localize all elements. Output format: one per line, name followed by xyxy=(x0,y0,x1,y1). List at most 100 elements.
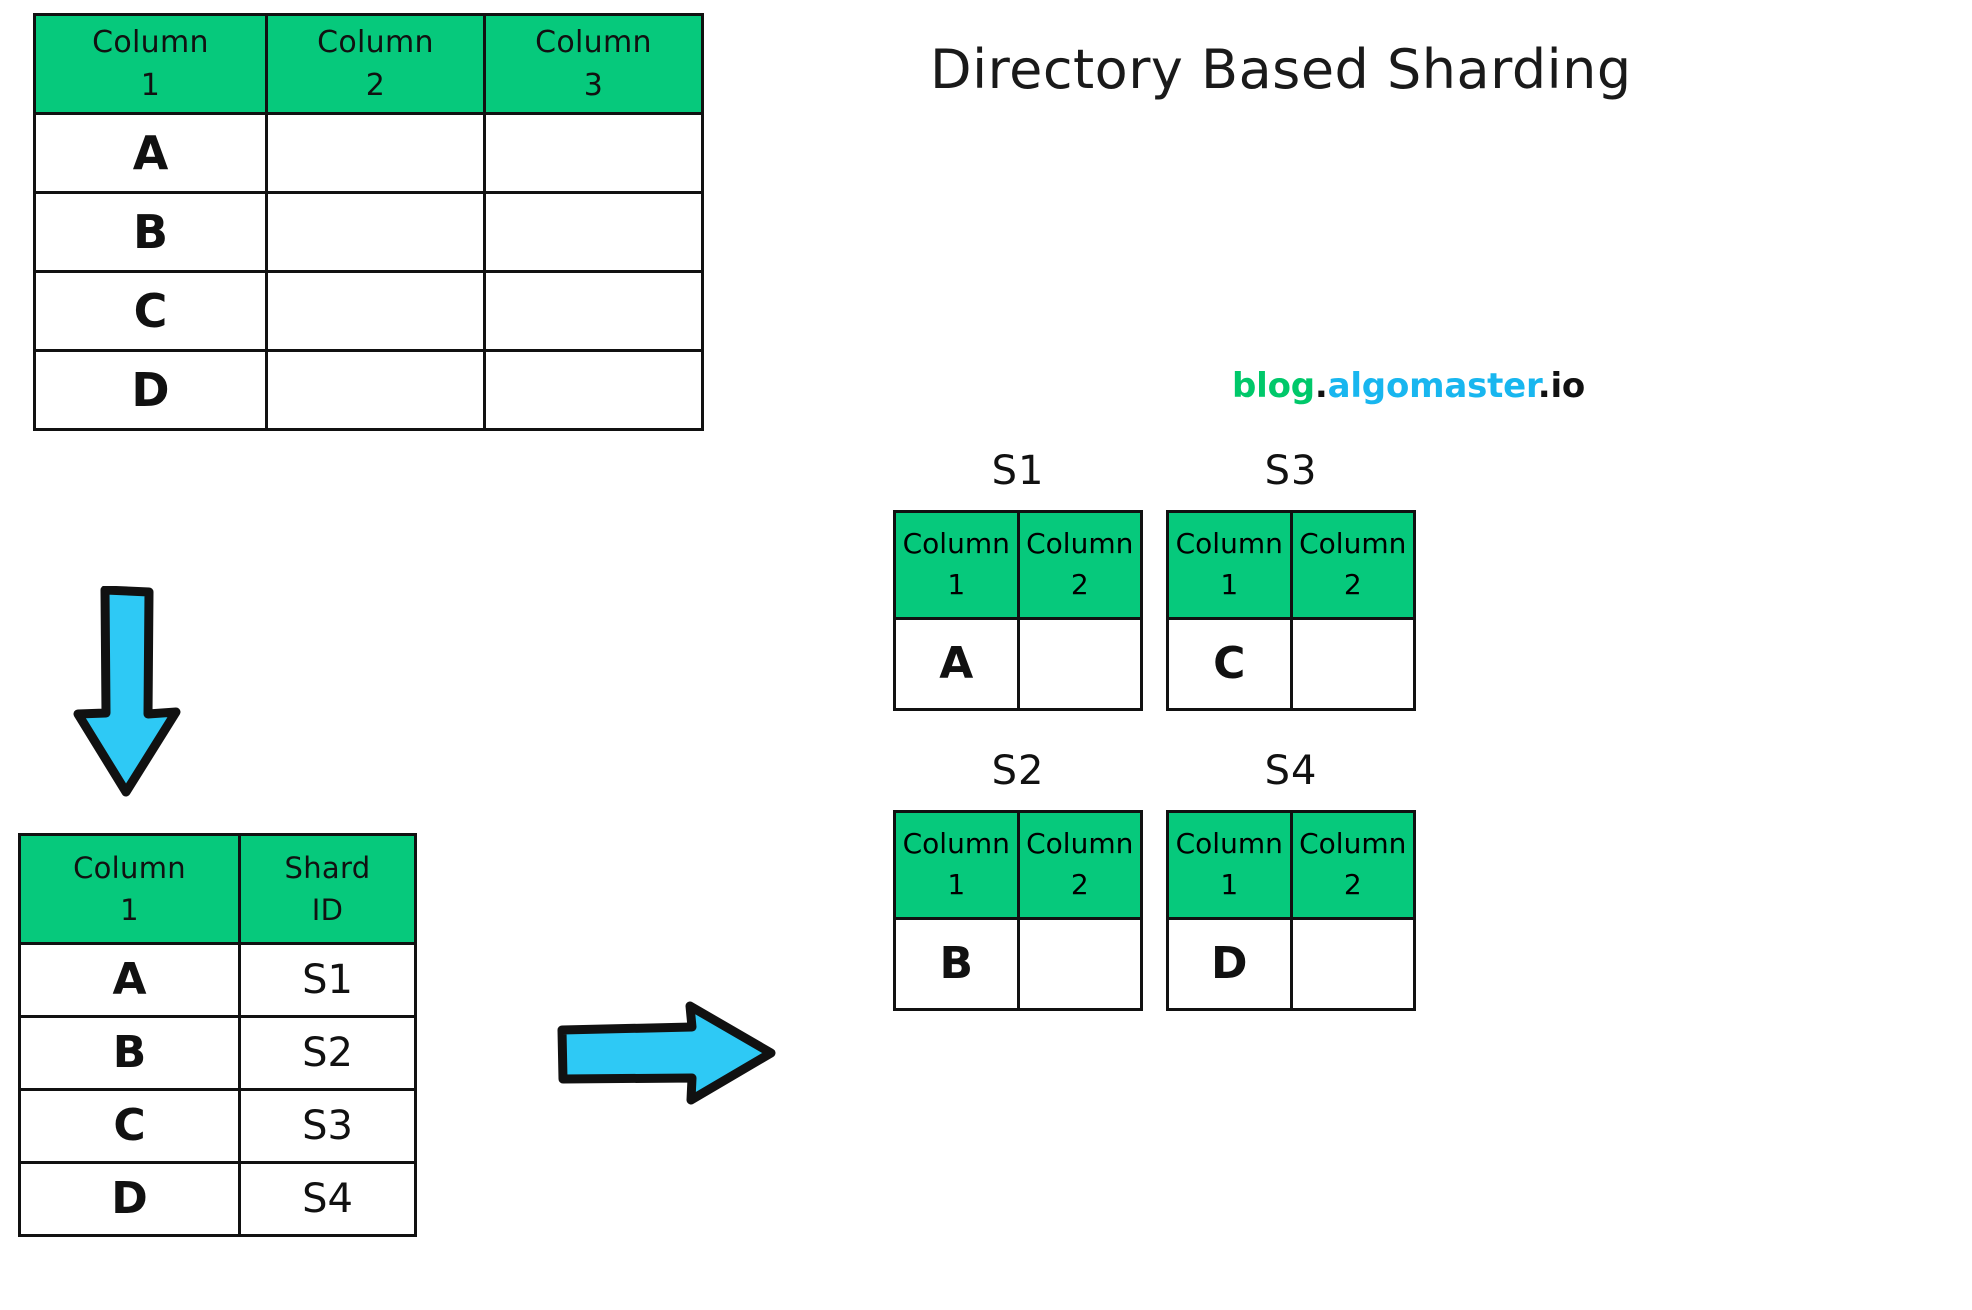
shard-cell-col-2 xyxy=(1289,917,1416,1011)
cell-row-2-col-3 xyxy=(483,270,704,352)
cell-value: A xyxy=(939,638,974,689)
header-number: 2 xyxy=(1343,568,1362,601)
header-number: 3 xyxy=(583,68,604,103)
header-cell-column-1: Column 1 xyxy=(1166,810,1293,920)
arrow-down-icon xyxy=(73,586,181,797)
header-label: Column xyxy=(1026,827,1134,861)
shard-cell-col-1: C xyxy=(1166,617,1293,711)
header-number: 1 xyxy=(947,868,966,901)
header-cell-column-1: Column 1 xyxy=(893,810,1020,920)
brand-watermark: blog.algomaster.io xyxy=(1232,366,1585,406)
header-number: 1 xyxy=(947,568,966,601)
cell-row-1-col-3 xyxy=(483,191,704,273)
table-header-row: Column 1 Column 2 Column 3 xyxy=(33,13,704,115)
cell-value: D xyxy=(131,363,170,417)
header-number: 2 xyxy=(365,68,386,103)
cell-row-3-col-2 xyxy=(265,349,486,431)
header-label: Column xyxy=(1299,527,1407,561)
table-row: B xyxy=(893,917,1143,1011)
shard-label: S2 xyxy=(991,748,1045,794)
cell-row-3-col-1: D xyxy=(33,349,268,431)
brand-separator-2: . xyxy=(1537,366,1551,406)
header-number: 2 xyxy=(1343,868,1362,901)
cell-row-0-col-3 xyxy=(483,112,704,194)
dir-key-cell-0: A xyxy=(18,942,241,1018)
cell-value: B xyxy=(939,938,974,989)
source-table: Column 1 Column 2 Column 3 A B C xyxy=(33,13,704,431)
shard-table: Column 1 Column 2 C xyxy=(1166,510,1416,711)
header-label: Column xyxy=(1175,527,1283,561)
table-header-row: Column 1 Column 2 xyxy=(1166,510,1416,620)
cell-value: C xyxy=(1213,638,1246,689)
dir-key-cell-3: D xyxy=(18,1161,241,1237)
table-row: D xyxy=(1166,917,1416,1011)
header-label: Column xyxy=(92,24,209,60)
header-cell-column-2: Column 2 xyxy=(1016,810,1143,920)
table-row: A xyxy=(33,112,704,194)
dir-key-cell-1: B xyxy=(18,1015,241,1091)
cell-value: S4 xyxy=(302,1176,353,1222)
shard-label: S3 xyxy=(1264,448,1318,494)
shard-table: Column 1 Column 2 D xyxy=(1166,810,1416,1011)
header-cell-column-3: Column 3 xyxy=(483,13,704,115)
cell-value: C xyxy=(133,284,168,338)
header-label: Column xyxy=(73,850,186,885)
table-row: B S2 xyxy=(18,1015,417,1091)
cell-row-2-col-2 xyxy=(265,270,486,352)
header-cell-column-2: Column 2 xyxy=(265,13,486,115)
cell-row-2-col-1: C xyxy=(33,270,268,352)
cell-value: C xyxy=(113,1100,146,1151)
header-number: 2 xyxy=(1070,568,1089,601)
cell-value: B xyxy=(132,205,169,259)
dir-key-cell-2: C xyxy=(18,1088,241,1164)
cell-value: D xyxy=(111,1173,148,1224)
table-row: B xyxy=(33,191,704,273)
brand-algomaster: algomaster xyxy=(1327,366,1538,406)
dir-shard-cell-1: S2 xyxy=(238,1015,417,1091)
header-cell-column-2: Column 2 xyxy=(1016,510,1143,620)
header-number: 1 xyxy=(1220,868,1239,901)
cell-row-0-col-2 xyxy=(265,112,486,194)
shard-cell-col-2 xyxy=(1016,617,1143,711)
table-header-row: Column 1 Column 2 xyxy=(893,510,1143,620)
header-label: Column xyxy=(1299,827,1407,861)
header-label: Column xyxy=(1026,527,1134,561)
header-number: 2 xyxy=(1070,868,1089,901)
header-label: Column xyxy=(535,24,652,60)
cell-row-3-col-3 xyxy=(483,349,704,431)
table-row: D xyxy=(33,349,704,431)
shard-table: Column 1 Column 2 B xyxy=(893,810,1143,1011)
header-cell-column-1: Column 1 xyxy=(33,13,268,115)
table-header-row: Column 1 Column 2 xyxy=(893,810,1143,920)
shard-cell-col-1: D xyxy=(1166,917,1293,1011)
table-row: C xyxy=(33,270,704,352)
table-row: D S4 xyxy=(18,1161,417,1237)
shard-cell-col-1: B xyxy=(893,917,1020,1011)
arrow-right-icon xyxy=(557,1001,776,1105)
shard-cell-col-2 xyxy=(1016,917,1143,1011)
dir-shard-cell-0: S1 xyxy=(238,942,417,1018)
shard-cell-col-2 xyxy=(1289,617,1416,711)
brand-separator-1: . xyxy=(1314,366,1328,406)
table-row: C S3 xyxy=(18,1088,417,1164)
shard-label: S1 xyxy=(991,448,1045,494)
header-cell-column-2: Column 2 xyxy=(1289,810,1416,920)
shard-cell-col-1: A xyxy=(893,617,1020,711)
header-cell-shard-id: Shard ID xyxy=(238,833,417,945)
dir-shard-cell-2: S3 xyxy=(238,1088,417,1164)
header-number: 1 xyxy=(120,893,139,927)
cell-value: S2 xyxy=(302,1030,353,1076)
table-row: A S1 xyxy=(18,942,417,1018)
cell-value: B xyxy=(112,1027,147,1078)
cell-row-0-col-1: A xyxy=(33,112,268,194)
header-label: Shard xyxy=(284,850,371,885)
table-header-row: Column 1 Shard ID xyxy=(18,833,417,945)
directory-lookup-table: Column 1 Shard ID A S1 B S2 C S3 D S4 xyxy=(18,833,417,1237)
header-label: Column xyxy=(902,527,1010,561)
cell-value: S1 xyxy=(302,957,353,1003)
cell-value: D xyxy=(1210,938,1248,989)
header-label: Column xyxy=(1175,827,1283,861)
header-number: 1 xyxy=(1220,568,1239,601)
header-number: ID xyxy=(311,893,344,927)
